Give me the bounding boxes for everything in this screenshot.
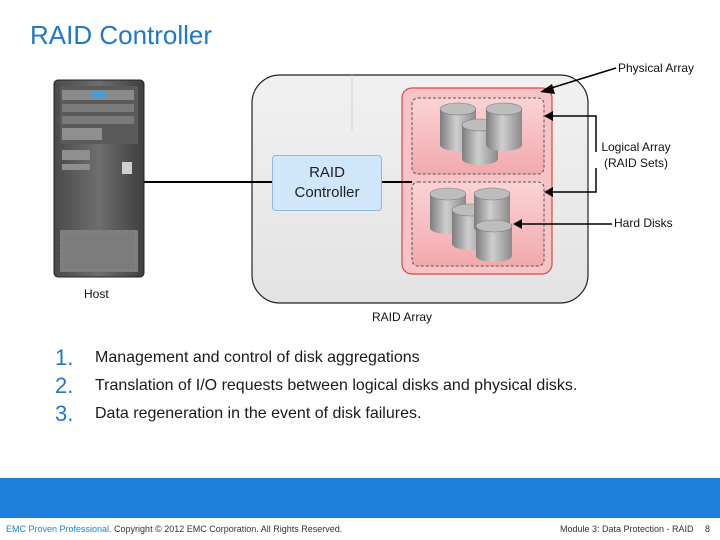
list-item: 3. Data regeneration in the event of dis…	[55, 400, 577, 428]
physical-array-arrow	[540, 67, 617, 94]
list-text: Management and control of disk aggregati…	[95, 349, 420, 366]
raid-controller-label-2: Controller	[294, 184, 360, 201]
host-server-icon	[53, 79, 145, 278]
logical-array-arrow	[544, 111, 597, 197]
physical-array-label: Physical Array	[618, 61, 695, 75]
hard-disk-icon	[485, 102, 523, 151]
host-label: Host	[84, 287, 109, 301]
footer-module: Module 3: Data Protection - RAID	[560, 524, 694, 534]
hard-disks-arrow	[513, 219, 612, 229]
list-number: 1.	[55, 345, 74, 370]
logical-array-label-1: Logical Array	[601, 140, 671, 154]
logical-array-label-2: (RAID Sets)	[603, 156, 668, 170]
footer-proven: EMC Proven Professional.	[6, 524, 112, 534]
footer-copyright: EMC Proven Professional. Copyright © 201…	[6, 524, 342, 534]
list-number: 2.	[55, 373, 74, 398]
hard-disk-icon	[475, 219, 513, 262]
list-text: Translation of I/O requests between logi…	[95, 377, 578, 394]
footer-copyright-text: Copyright © 2012 EMC Corporation. All Ri…	[111, 524, 343, 534]
list-text: Data regeneration in the event of disk f…	[95, 405, 422, 422]
footer-page-number: 8	[705, 524, 711, 534]
list-item: 1. Management and control of disk aggreg…	[55, 344, 577, 372]
raid-controller-label-1: RAID	[309, 164, 345, 181]
logical-array-label: Logical Array (RAID Sets)	[596, 139, 676, 171]
list-item: 2. Translation of I/O requests between l…	[55, 372, 577, 400]
raid-controller-box: RAID Controller	[272, 155, 382, 211]
hard-disks-label: Hard Disks	[614, 216, 673, 230]
raid-array-label: RAID Array	[372, 310, 433, 324]
footer-bar	[0, 478, 720, 518]
list-number: 3.	[55, 401, 74, 426]
page-title: RAID Controller	[30, 20, 213, 50]
function-list: 1. Management and control of disk aggreg…	[55, 344, 577, 428]
